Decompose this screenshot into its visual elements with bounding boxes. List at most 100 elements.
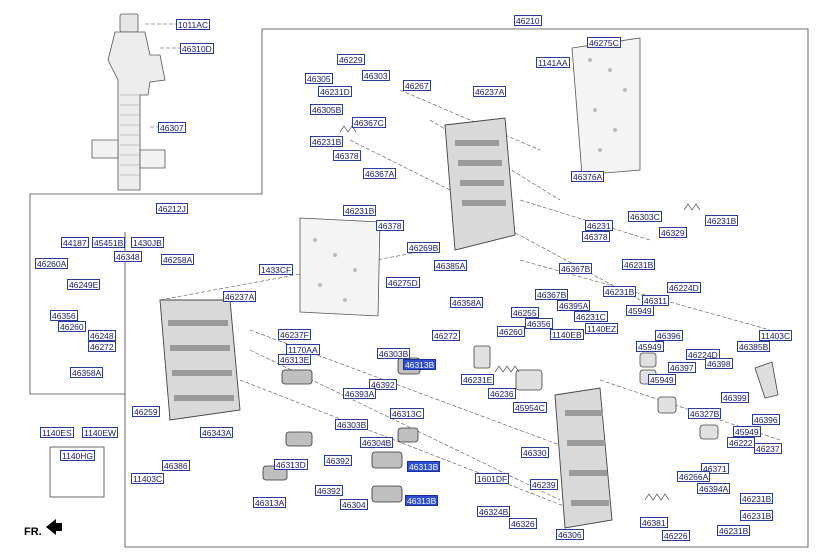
part-label-11403c[interactable]: 11403C	[131, 473, 165, 484]
part-label-46313b[interactable]: 46313B	[407, 461, 441, 472]
part-label-46367b[interactable]: 46367B	[535, 289, 569, 300]
part-label-1601df[interactable]: 1601DF	[475, 473, 510, 484]
part-label-46394a[interactable]: 46394A	[697, 483, 731, 494]
part-label-46367c[interactable]: 46367C	[352, 117, 386, 128]
part-label-1140eb[interactable]: 1140EB	[550, 329, 584, 340]
part-label-46356[interactable]: 46356	[50, 310, 78, 321]
part-label-46392[interactable]: 46392	[315, 485, 343, 496]
part-label-46376a[interactable]: 46376A	[571, 171, 605, 182]
part-label-46399[interactable]: 46399	[721, 392, 749, 403]
part-label-46381[interactable]: 46381	[640, 517, 668, 528]
part-label-46255[interactable]: 46255	[511, 307, 539, 318]
part-label-45949[interactable]: 45949	[636, 341, 664, 352]
part-label-46222[interactable]: 46222	[727, 437, 755, 448]
part-label-46329[interactable]: 46329	[659, 227, 687, 238]
part-label-46267[interactable]: 46267	[403, 80, 431, 91]
part-label-46226[interactable]: 46226	[662, 530, 690, 541]
part-label-46258a[interactable]: 46258A	[161, 254, 195, 265]
part-label-46367b[interactable]: 46367B	[559, 263, 593, 274]
part-label-46393a[interactable]: 46393A	[343, 388, 377, 399]
part-label-1430jb[interactable]: 1430JB	[131, 237, 164, 248]
part-label-1140ew[interactable]: 1140EW	[82, 427, 118, 438]
part-label-46343a[interactable]: 46343A	[200, 427, 234, 438]
part-label-46303b[interactable]: 46303B	[377, 348, 411, 359]
part-label-46237f[interactable]: 46237F	[278, 329, 311, 340]
part-label-46358a[interactable]: 46358A	[70, 367, 104, 378]
part-label-46231b[interactable]: 46231B	[343, 205, 377, 216]
part-label-46266a[interactable]: 46266A	[677, 471, 711, 482]
part-label-46310d[interactable]: 46310D	[180, 43, 214, 54]
part-label-46237[interactable]: 46237	[754, 443, 782, 454]
part-label-46307[interactable]: 46307	[158, 122, 186, 133]
part-label-46272[interactable]: 46272	[88, 341, 116, 352]
part-label-46330[interactable]: 46330	[521, 447, 549, 458]
part-label-46326[interactable]: 46326	[509, 518, 537, 529]
part-label-46303[interactable]: 46303	[362, 70, 390, 81]
part-label-46367a[interactable]: 46367A	[363, 168, 397, 179]
part-label-46272[interactable]: 46272	[432, 330, 460, 341]
part-label-46313a[interactable]: 46313A	[253, 497, 287, 508]
part-label-46396[interactable]: 46396	[752, 414, 780, 425]
part-label-46231e[interactable]: 46231E	[461, 374, 495, 385]
part-label-46392[interactable]: 46392	[324, 455, 352, 466]
part-label-46313e[interactable]: 46313E	[278, 354, 312, 365]
part-label-46378[interactable]: 46378	[582, 231, 610, 242]
part-label-45451b[interactable]: 45451B	[92, 237, 126, 248]
part-label-1433cf[interactable]: 1433CF	[259, 264, 294, 275]
part-label-46269b[interactable]: 46269B	[407, 242, 441, 253]
part-label-46231d[interactable]: 46231D	[318, 86, 352, 97]
part-label-46313b[interactable]: 46313B	[405, 495, 439, 506]
part-label-46397[interactable]: 46397	[668, 362, 696, 373]
part-label-46248[interactable]: 46248	[88, 330, 116, 341]
part-label-45949[interactable]: 45949	[733, 426, 761, 437]
part-label-46239[interactable]: 46239	[530, 479, 558, 490]
part-label-46385b[interactable]: 46385B	[737, 341, 771, 352]
part-label-1140ez[interactable]: 1140EZ	[585, 323, 619, 334]
part-label-46306[interactable]: 46306	[556, 529, 584, 540]
part-label-46356[interactable]: 46356	[525, 318, 553, 329]
part-label-45954c[interactable]: 45954C	[513, 402, 547, 413]
part-label-46371[interactable]: 46371	[701, 463, 729, 474]
part-label-1011ac[interactable]: 1011AC	[176, 19, 211, 30]
part-label-46231c[interactable]: 46231C	[574, 311, 608, 322]
part-label-46231b[interactable]: 46231B	[740, 493, 774, 504]
part-label-46313d[interactable]: 46313D	[274, 459, 308, 470]
part-label-46304[interactable]: 46304	[340, 499, 368, 510]
part-label-1140es[interactable]: 1140ES	[40, 427, 74, 438]
part-label-46392[interactable]: 46392	[369, 379, 397, 390]
part-label-46311[interactable]: 46311	[642, 295, 670, 306]
part-label-46224d[interactable]: 46224D	[686, 349, 720, 360]
part-label-46395a[interactable]: 46395A	[557, 300, 591, 311]
part-label-46305[interactable]: 46305	[305, 73, 333, 84]
part-label-46231b[interactable]: 46231B	[740, 510, 774, 521]
part-label-46275c[interactable]: 46275C	[587, 37, 621, 48]
part-label-46237a[interactable]: 46237A	[223, 291, 257, 302]
part-label-46231b[interactable]: 46231B	[705, 215, 739, 226]
part-label-46249e[interactable]: 46249E	[67, 279, 101, 290]
part-label-46231b[interactable]: 46231B	[603, 286, 637, 297]
part-label-46348[interactable]: 46348	[114, 251, 142, 262]
part-label-46224d[interactable]: 46224D	[667, 282, 701, 293]
part-label-46385a[interactable]: 46385A	[434, 260, 468, 271]
part-label-45949[interactable]: 45949	[626, 305, 654, 316]
part-label-44187[interactable]: 44187	[61, 237, 89, 248]
part-label-46378[interactable]: 46378	[333, 150, 361, 161]
part-label-46396[interactable]: 46396	[655, 330, 683, 341]
part-label-46324b[interactable]: 46324B	[477, 506, 511, 517]
part-label-46260[interactable]: 46260	[58, 321, 86, 332]
part-label-46386[interactable]: 46386	[162, 460, 190, 471]
part-label-46327b[interactable]: 46327B	[688, 408, 722, 419]
part-label-46398[interactable]: 46398	[705, 358, 733, 369]
part-label-46231[interactable]: 46231	[585, 220, 613, 231]
part-label-1140hg[interactable]: 1140HG	[60, 450, 96, 461]
part-label-46260a[interactable]: 46260A	[35, 258, 69, 269]
part-label-46231b[interactable]: 46231B	[717, 525, 751, 536]
part-label-46305b[interactable]: 46305B	[310, 104, 344, 115]
part-label-45949[interactable]: 45949	[648, 374, 676, 385]
part-label-46237a[interactable]: 46237A	[473, 86, 507, 97]
part-label-46303b[interactable]: 46303B	[335, 419, 369, 430]
part-label-1141aa[interactable]: 1141AA	[536, 57, 570, 68]
part-label-11403c[interactable]: 11403C	[759, 330, 793, 341]
part-label-46260[interactable]: 46260	[497, 326, 525, 337]
part-label-46212j[interactable]: 46212J	[156, 203, 188, 214]
